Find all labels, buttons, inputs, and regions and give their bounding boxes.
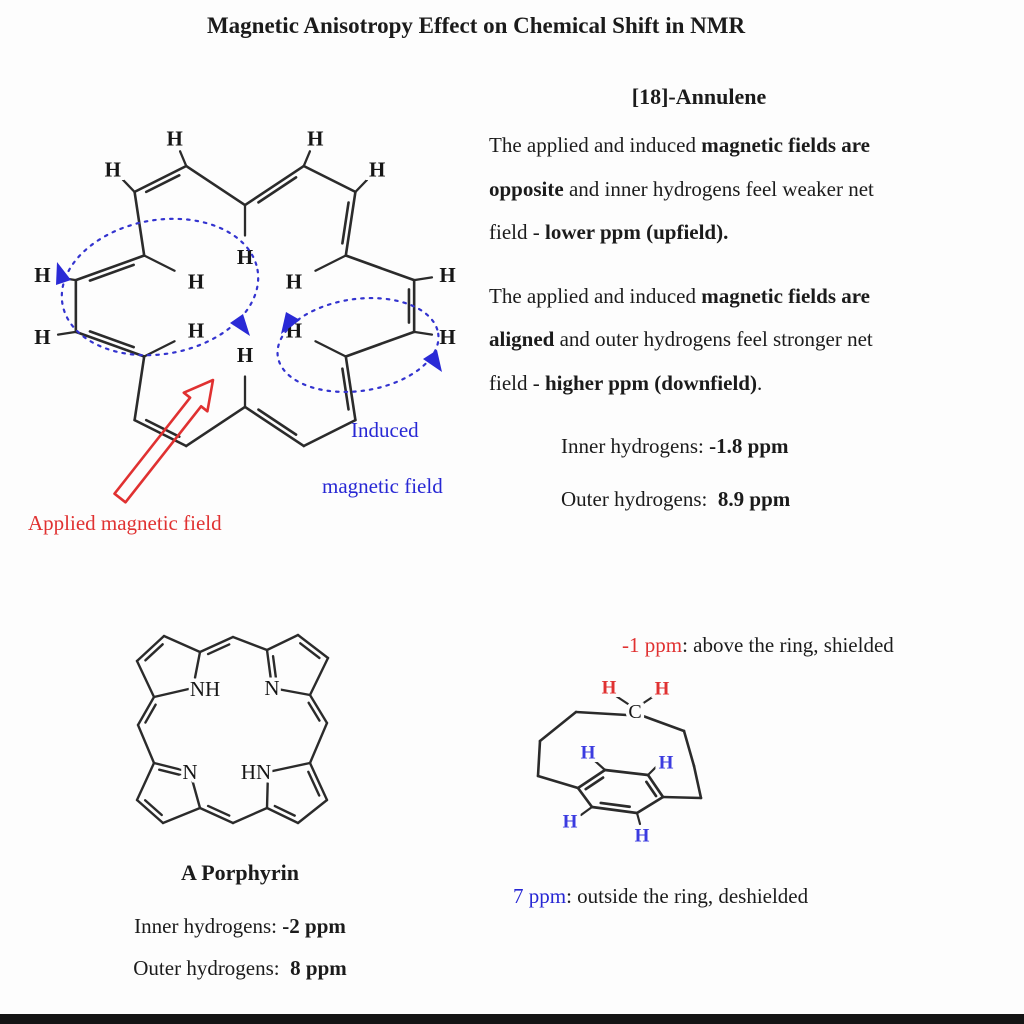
deshielded-note: 7 ppm: outside the ring, deshielded	[513, 884, 809, 908]
shielded-note: -1 ppm: above the ring, shielded	[622, 633, 894, 657]
atom-label: H	[602, 678, 617, 699]
atom-label: NH	[190, 677, 220, 701]
applied-field-arrow	[113, 378, 215, 504]
atom-label: H	[34, 263, 50, 287]
atom-label: H	[286, 270, 302, 294]
annulene-heading: [18]-Annulene	[631, 84, 767, 109]
ring-current-ellipse-left	[60, 217, 260, 357]
annulene-paragraph-aligned: The applied and induced magnetic fields …	[489, 283, 873, 395]
atom-label: H	[237, 245, 253, 269]
atom-label: H	[166, 126, 182, 150]
ring-current-arrowhead	[423, 350, 442, 372]
atom-label: HN	[241, 760, 271, 784]
atom-label: H	[563, 812, 578, 833]
induced-field-label-line1: Induced	[351, 418, 419, 442]
atom-label: H	[188, 270, 204, 294]
atom-label: H	[581, 743, 596, 764]
annulene-paragraph-opposite: The applied and induced magnetic fields …	[489, 133, 874, 244]
ring-current-arrowhead	[56, 262, 71, 285]
atom-label: N	[182, 760, 197, 784]
annulene-inner-hydrogens-value: Inner hydrogens: -1.8 ppm	[561, 434, 789, 458]
atom-label: H	[439, 325, 455, 349]
porphyrin-outer-hydrogens-value: Outer hydrogens: 8 ppm	[133, 956, 347, 980]
atom-label: H	[369, 157, 385, 181]
annulene-text-column: [18]-Annulene The applied and induced ma…	[489, 84, 1024, 521]
atom-label: H	[439, 263, 455, 287]
atom-label: H	[34, 325, 50, 349]
applied-field-label: Applied magnetic field	[28, 511, 222, 535]
atom-label: H	[237, 343, 253, 367]
page-title: Magnetic Anisotropy Effect on Chemical S…	[206, 13, 746, 38]
atom-label: H	[105, 157, 121, 181]
atom-label: H	[655, 679, 670, 700]
atom-label: C	[628, 701, 641, 723]
bottom-edge-bar	[0, 1014, 1024, 1024]
annulene-outer-hydrogens-value: Outer hydrogens: 8.9 ppm	[561, 487, 791, 511]
atom-label: H	[307, 126, 323, 150]
atom-label: H	[188, 319, 204, 343]
induced-field-label-line2: magnetic field	[322, 474, 443, 498]
ring-current-arrowhead	[281, 312, 300, 334]
porphyrin-inner-hydrogens-value: Inner hydrogens: -2 ppm	[134, 914, 346, 938]
ring-current-ellipse-right	[276, 296, 440, 394]
atom-label: H	[659, 753, 674, 774]
atom-label: N	[264, 676, 279, 700]
ring-current-arrowhead	[230, 314, 250, 336]
porphyrin-caption: A Porphyrin	[181, 860, 299, 885]
atom-label: H	[635, 826, 650, 847]
